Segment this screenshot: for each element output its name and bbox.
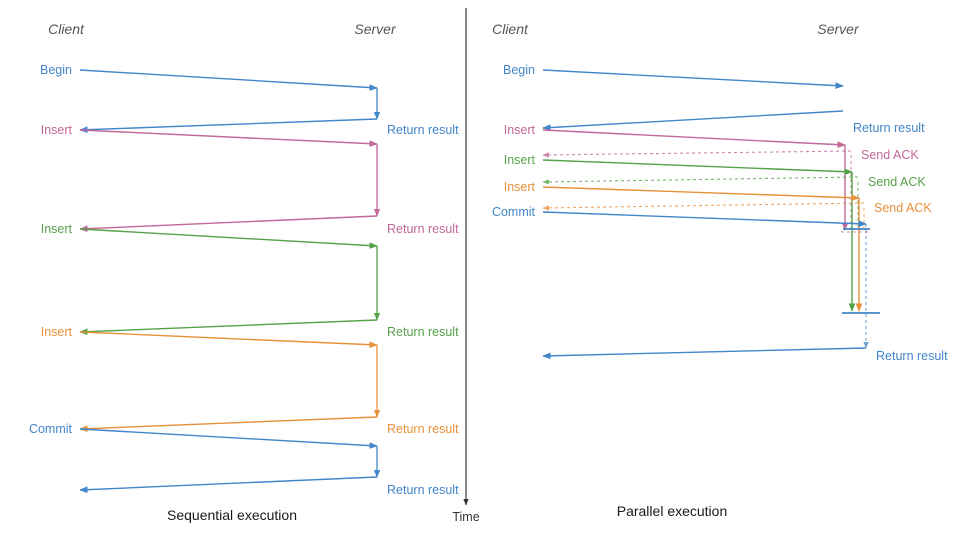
- message-label-insert1-request: Insert: [41, 123, 73, 137]
- message-label-insert3-request: Insert: [504, 180, 536, 194]
- message-insert1-return: [79, 215, 378, 233]
- message-label-insert2-request: Insert: [504, 153, 536, 167]
- message-label-insert2-request: Insert: [41, 222, 73, 236]
- message-commit-request: [542, 211, 867, 228]
- message-label-insert1-request: Insert: [504, 123, 536, 137]
- lane-title-server: Server: [354, 21, 397, 37]
- message-label-commit-request: Commit: [29, 422, 73, 436]
- message-commit-return: [542, 347, 867, 360]
- message-label-commit-request: Commit: [492, 205, 536, 219]
- message-insert2-request: [542, 159, 853, 176]
- message-label-insert3-return: Return result: [387, 422, 459, 436]
- lane-title-client: Client: [492, 21, 529, 37]
- message-begin-return: [542, 110, 844, 131]
- message-insert2-return: [79, 319, 378, 336]
- message-insert1-ack: [542, 150, 852, 158]
- message-insert2-request: [79, 228, 378, 249]
- lane-title-client: Client: [48, 21, 85, 37]
- message-label-begin-request: Begin: [40, 63, 72, 77]
- message-insert2-ack: [542, 176, 859, 185]
- message-label-commit-return: Return result: [387, 483, 459, 497]
- message-label-insert3-ack: Send ACK: [874, 201, 932, 215]
- time-axis-label: Time: [452, 510, 479, 524]
- message-begin-request: [542, 69, 844, 89]
- message-label-insert1-return: Return result: [387, 222, 459, 236]
- message-commit-request: [79, 428, 378, 449]
- panel-caption-parallel: Parallel execution: [617, 503, 728, 519]
- message-label-insert1-ack: Send ACK: [861, 148, 919, 162]
- message-label-begin-return: Return result: [853, 121, 925, 135]
- panel-caption-sequential: Sequential execution: [167, 507, 297, 523]
- message-insert1-request: [542, 129, 846, 148]
- message-insert3-return: [79, 416, 378, 433]
- message-label-insert2-return: Return result: [387, 325, 459, 339]
- message-commit-return: [79, 476, 378, 494]
- message-insert1-request: [79, 129, 378, 148]
- message-label-begin-request: Begin: [503, 63, 535, 77]
- message-begin-return: [79, 118, 378, 134]
- message-label-insert2-ack: Send ACK: [868, 175, 926, 189]
- message-insert3-request: [79, 331, 378, 349]
- message-label-insert3-request: Insert: [41, 325, 73, 339]
- lane-title-server: Server: [817, 21, 860, 37]
- message-label-commit-return: Return result: [876, 349, 948, 363]
- message-label-begin-return: Return result: [387, 123, 459, 137]
- message-begin-request: [79, 69, 378, 91]
- message-insert3-ack: [542, 202, 865, 211]
- message-insert3-request: [542, 186, 860, 202]
